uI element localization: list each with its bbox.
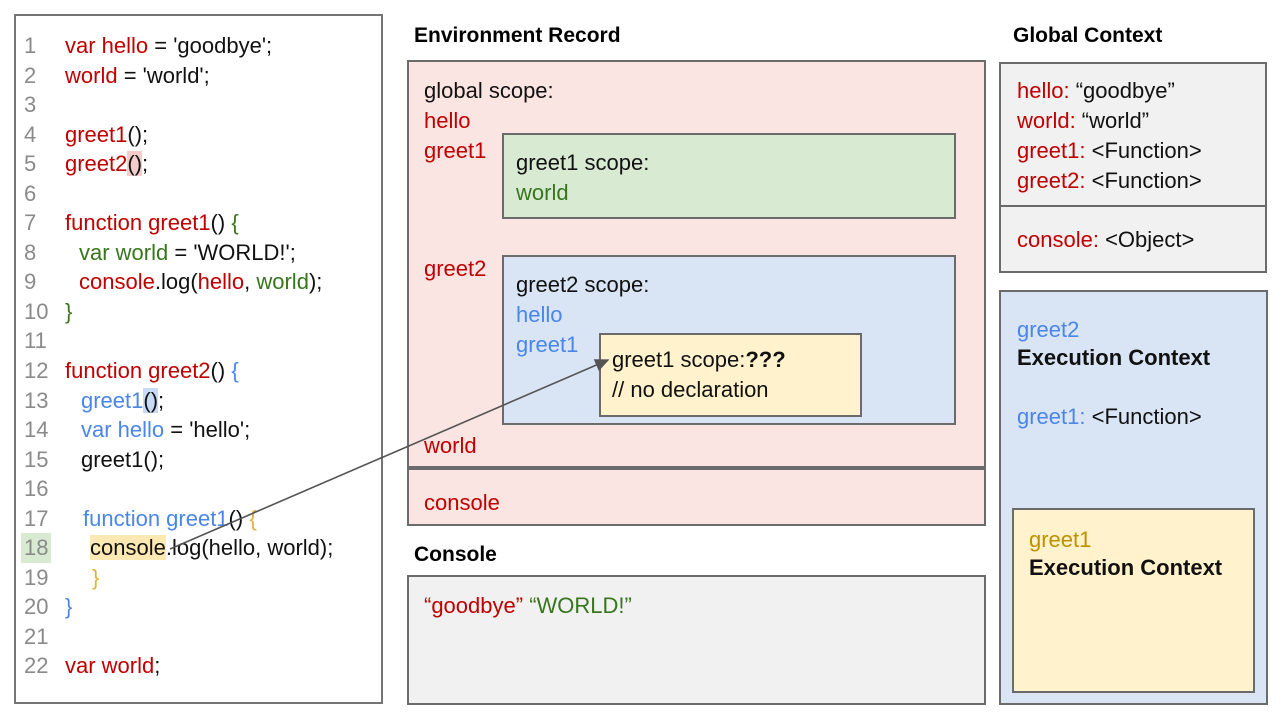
greet1-ec-name: greet1 [1029, 527, 1092, 552]
gc-world: world: “world” [1017, 108, 1150, 133]
no-declaration-comment: // no declaration [612, 377, 769, 402]
code-text: function greet1() { [65, 210, 239, 236]
code-line-9: 9 console.log(hello, world); [16, 267, 381, 297]
line-number: 8 [24, 239, 37, 265]
code-line-19: 19} [16, 563, 381, 593]
code-line-6: 6 [16, 179, 381, 209]
console-output-box [407, 575, 986, 705]
line-number: 12 [24, 358, 49, 384]
inner-greet1-scope-label: greet1 scope:??? [612, 347, 786, 372]
code-line-5: 5 greet2(); [16, 149, 381, 179]
global-context-title: Global Context [1013, 24, 1163, 47]
gc-hello: hello: “goodbye” [1017, 78, 1175, 103]
line-number: 3 [24, 92, 37, 118]
code-line-4: 4 greet1(); [16, 120, 381, 150]
code-line-21: 21 [16, 622, 381, 652]
gc-console: console: <Object> [1017, 227, 1195, 252]
line-number: 13 [24, 387, 49, 413]
greet1-ec-label: Execution Context [1029, 555, 1223, 580]
code-text: function greet2() { [65, 358, 239, 384]
console-output: “goodbye” “WORLD!” [424, 593, 632, 618]
environment-record-title: Environment Record [414, 24, 621, 47]
line-number: 5 [24, 151, 37, 177]
line-number: 19 [24, 564, 49, 590]
global-scope-var-greet1: greet1 [424, 138, 487, 163]
greet2-ec-label: Execution Context [1017, 345, 1211, 370]
code-line-12: 12 function greet2() { [16, 356, 381, 386]
greet2-ec-greet1-entry: greet1: <Function> [1017, 404, 1202, 429]
line-number: 21 [24, 623, 49, 649]
code-line-17: 17 function greet1() { [16, 504, 381, 534]
global-context-vars-box [999, 62, 1267, 207]
code-text: var world = 'WORLD!'; [79, 239, 296, 265]
code-text: console.log(hello, world); [90, 535, 334, 561]
code-text: } [65, 298, 73, 324]
code-text: greet1(); [65, 121, 149, 147]
line-number: 17 [24, 505, 49, 531]
code-line-2: 2 world = 'world'; [16, 61, 381, 91]
global-context-console-box [999, 205, 1267, 273]
line-number: 6 [24, 180, 37, 206]
code-line-15: 15 greet1(); [16, 445, 381, 475]
code-text: var hello = 'hello'; [81, 417, 251, 443]
code-text: console.log(hello, world); [79, 269, 323, 295]
greet2-scope-var-hello: hello [516, 302, 563, 327]
line-number: 18 [21, 533, 52, 563]
global-scope-var-hello: hello [424, 108, 471, 133]
gc-greet1: greet1: <Function> [1017, 138, 1202, 163]
line-number: 20 [24, 594, 49, 620]
code-line-1: 1 var hello = 'goodbye'; [16, 31, 381, 61]
greet1-execution-context-box [1012, 508, 1255, 693]
code-line-20: 20} [16, 592, 381, 622]
code-line-7: 7 function greet1() { [16, 208, 381, 238]
code-text: function greet1() { [83, 505, 257, 531]
code-line-18: 18 console.log(hello, world); [16, 533, 381, 563]
greet1-scope-var-world: world [516, 180, 569, 205]
code-editor-panel: 1 var hello = 'goodbye'; 2 world = 'world';… [14, 14, 383, 704]
code-text: greet1(); [81, 446, 165, 472]
code-text: var world; [65, 653, 161, 679]
console-title: Console [414, 543, 497, 566]
code-line-11: 11 [16, 326, 381, 356]
code-text: } [92, 564, 100, 590]
code-line-10: 10} [16, 297, 381, 327]
line-number: 4 [24, 121, 37, 147]
greet2-scope-var-greet1: greet1 [516, 332, 579, 357]
line-number: 16 [24, 476, 49, 502]
code-line-22: 22 var world; [16, 651, 381, 681]
greet1-scope-label: greet1 scope: [516, 150, 650, 175]
line-number: 14 [24, 417, 49, 443]
code-lines: 1 var hello = 'goodbye'; 2 world = 'world';… [16, 31, 381, 681]
global-scope-var-world: world [424, 433, 477, 458]
code-line-13: 13 greet1(); [16, 386, 381, 416]
code-text: world = 'world'; [65, 62, 210, 88]
code-line-3: 3 [16, 90, 381, 120]
greet2-ec-name: greet2 [1017, 317, 1080, 342]
code-line-14: 14 var hello = 'hello'; [16, 415, 381, 445]
greet1-scope-box [502, 133, 956, 219]
line-number: 2 [24, 62, 37, 88]
global-scope-label: global scope: [424, 78, 554, 103]
code-text: var hello = 'goodbye'; [65, 33, 273, 58]
code-line-8: 8 var world = 'WORLD!'; [16, 238, 381, 268]
global-scope-var-greet2: greet2 [424, 256, 487, 281]
line-number: 11 [24, 328, 47, 354]
line-number: 22 [24, 653, 49, 679]
inner-greet1-scope-box [599, 333, 862, 417]
greet2-scope-label: greet2 scope: [516, 272, 650, 297]
code-text: greet2(); [65, 151, 149, 177]
line-number: 1 [24, 33, 37, 58]
line-number: 9 [24, 269, 37, 295]
code-text: greet1(); [81, 387, 165, 413]
code-text: } [65, 594, 73, 620]
gc-greet2: greet2: <Function> [1017, 168, 1202, 193]
line-number: 15 [24, 446, 49, 472]
line-number: 10 [24, 298, 49, 324]
line-number: 7 [24, 210, 37, 236]
console-scope-label: console [424, 490, 500, 515]
code-line-16: 16 [16, 474, 381, 504]
